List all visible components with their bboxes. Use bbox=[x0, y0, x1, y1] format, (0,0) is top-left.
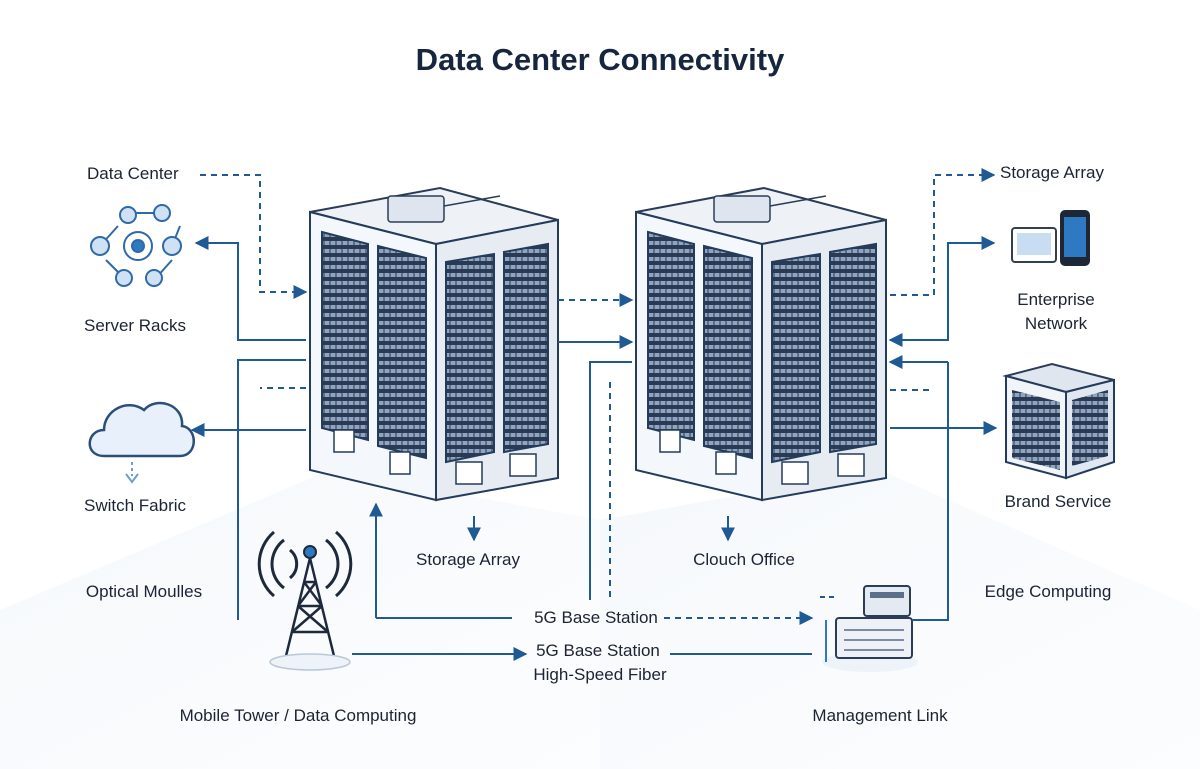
building-icon bbox=[1002, 362, 1115, 480]
label-management-link: Management Link bbox=[812, 706, 948, 725]
label-clouch-office: Clouch Office bbox=[693, 550, 795, 569]
floor-shade-left bbox=[0, 470, 600, 769]
label-enterprise-network: Enterprise Network bbox=[1017, 290, 1095, 333]
label-optical-modules: Optical Moulles bbox=[85, 582, 203, 601]
connectors bbox=[190, 168, 998, 661]
server-rack-icon bbox=[635, 186, 887, 502]
page-title: Data Center Connectivity bbox=[415, 42, 785, 77]
cell-tower-icon bbox=[257, 530, 353, 671]
label-server-racks: Server Racks bbox=[83, 316, 187, 335]
label-edge-computing: Edge Computing bbox=[984, 582, 1112, 601]
network-nodes-icon bbox=[90, 204, 182, 287]
smartphone-icon bbox=[1060, 210, 1090, 266]
label-storage-array-top: Storage Array bbox=[1000, 163, 1104, 182]
rack-switch-device bbox=[713, 195, 771, 223]
label-switch-fabric: Switch Fabric bbox=[83, 496, 187, 515]
server-rack-icon bbox=[309, 186, 559, 502]
label-5g-base-station-2: 5G Base Station bbox=[536, 641, 660, 660]
tablet-icon bbox=[1011, 227, 1057, 263]
edge-device-icon bbox=[822, 585, 918, 672]
label-storage-array-bottom: Storage Array bbox=[416, 550, 520, 569]
label-mobile-tower: Mobile Tower / Data Computing bbox=[179, 706, 417, 725]
label-data-center: Data Center bbox=[87, 164, 179, 183]
label-brand-service: Brand Service bbox=[1004, 492, 1112, 511]
label-high-speed-fiber: High-Speed Fiber bbox=[533, 665, 667, 684]
rack-switch-device bbox=[387, 195, 445, 223]
cloud-icon bbox=[88, 401, 195, 484]
label-5g-base-station-1: 5G Base Station bbox=[534, 608, 658, 627]
